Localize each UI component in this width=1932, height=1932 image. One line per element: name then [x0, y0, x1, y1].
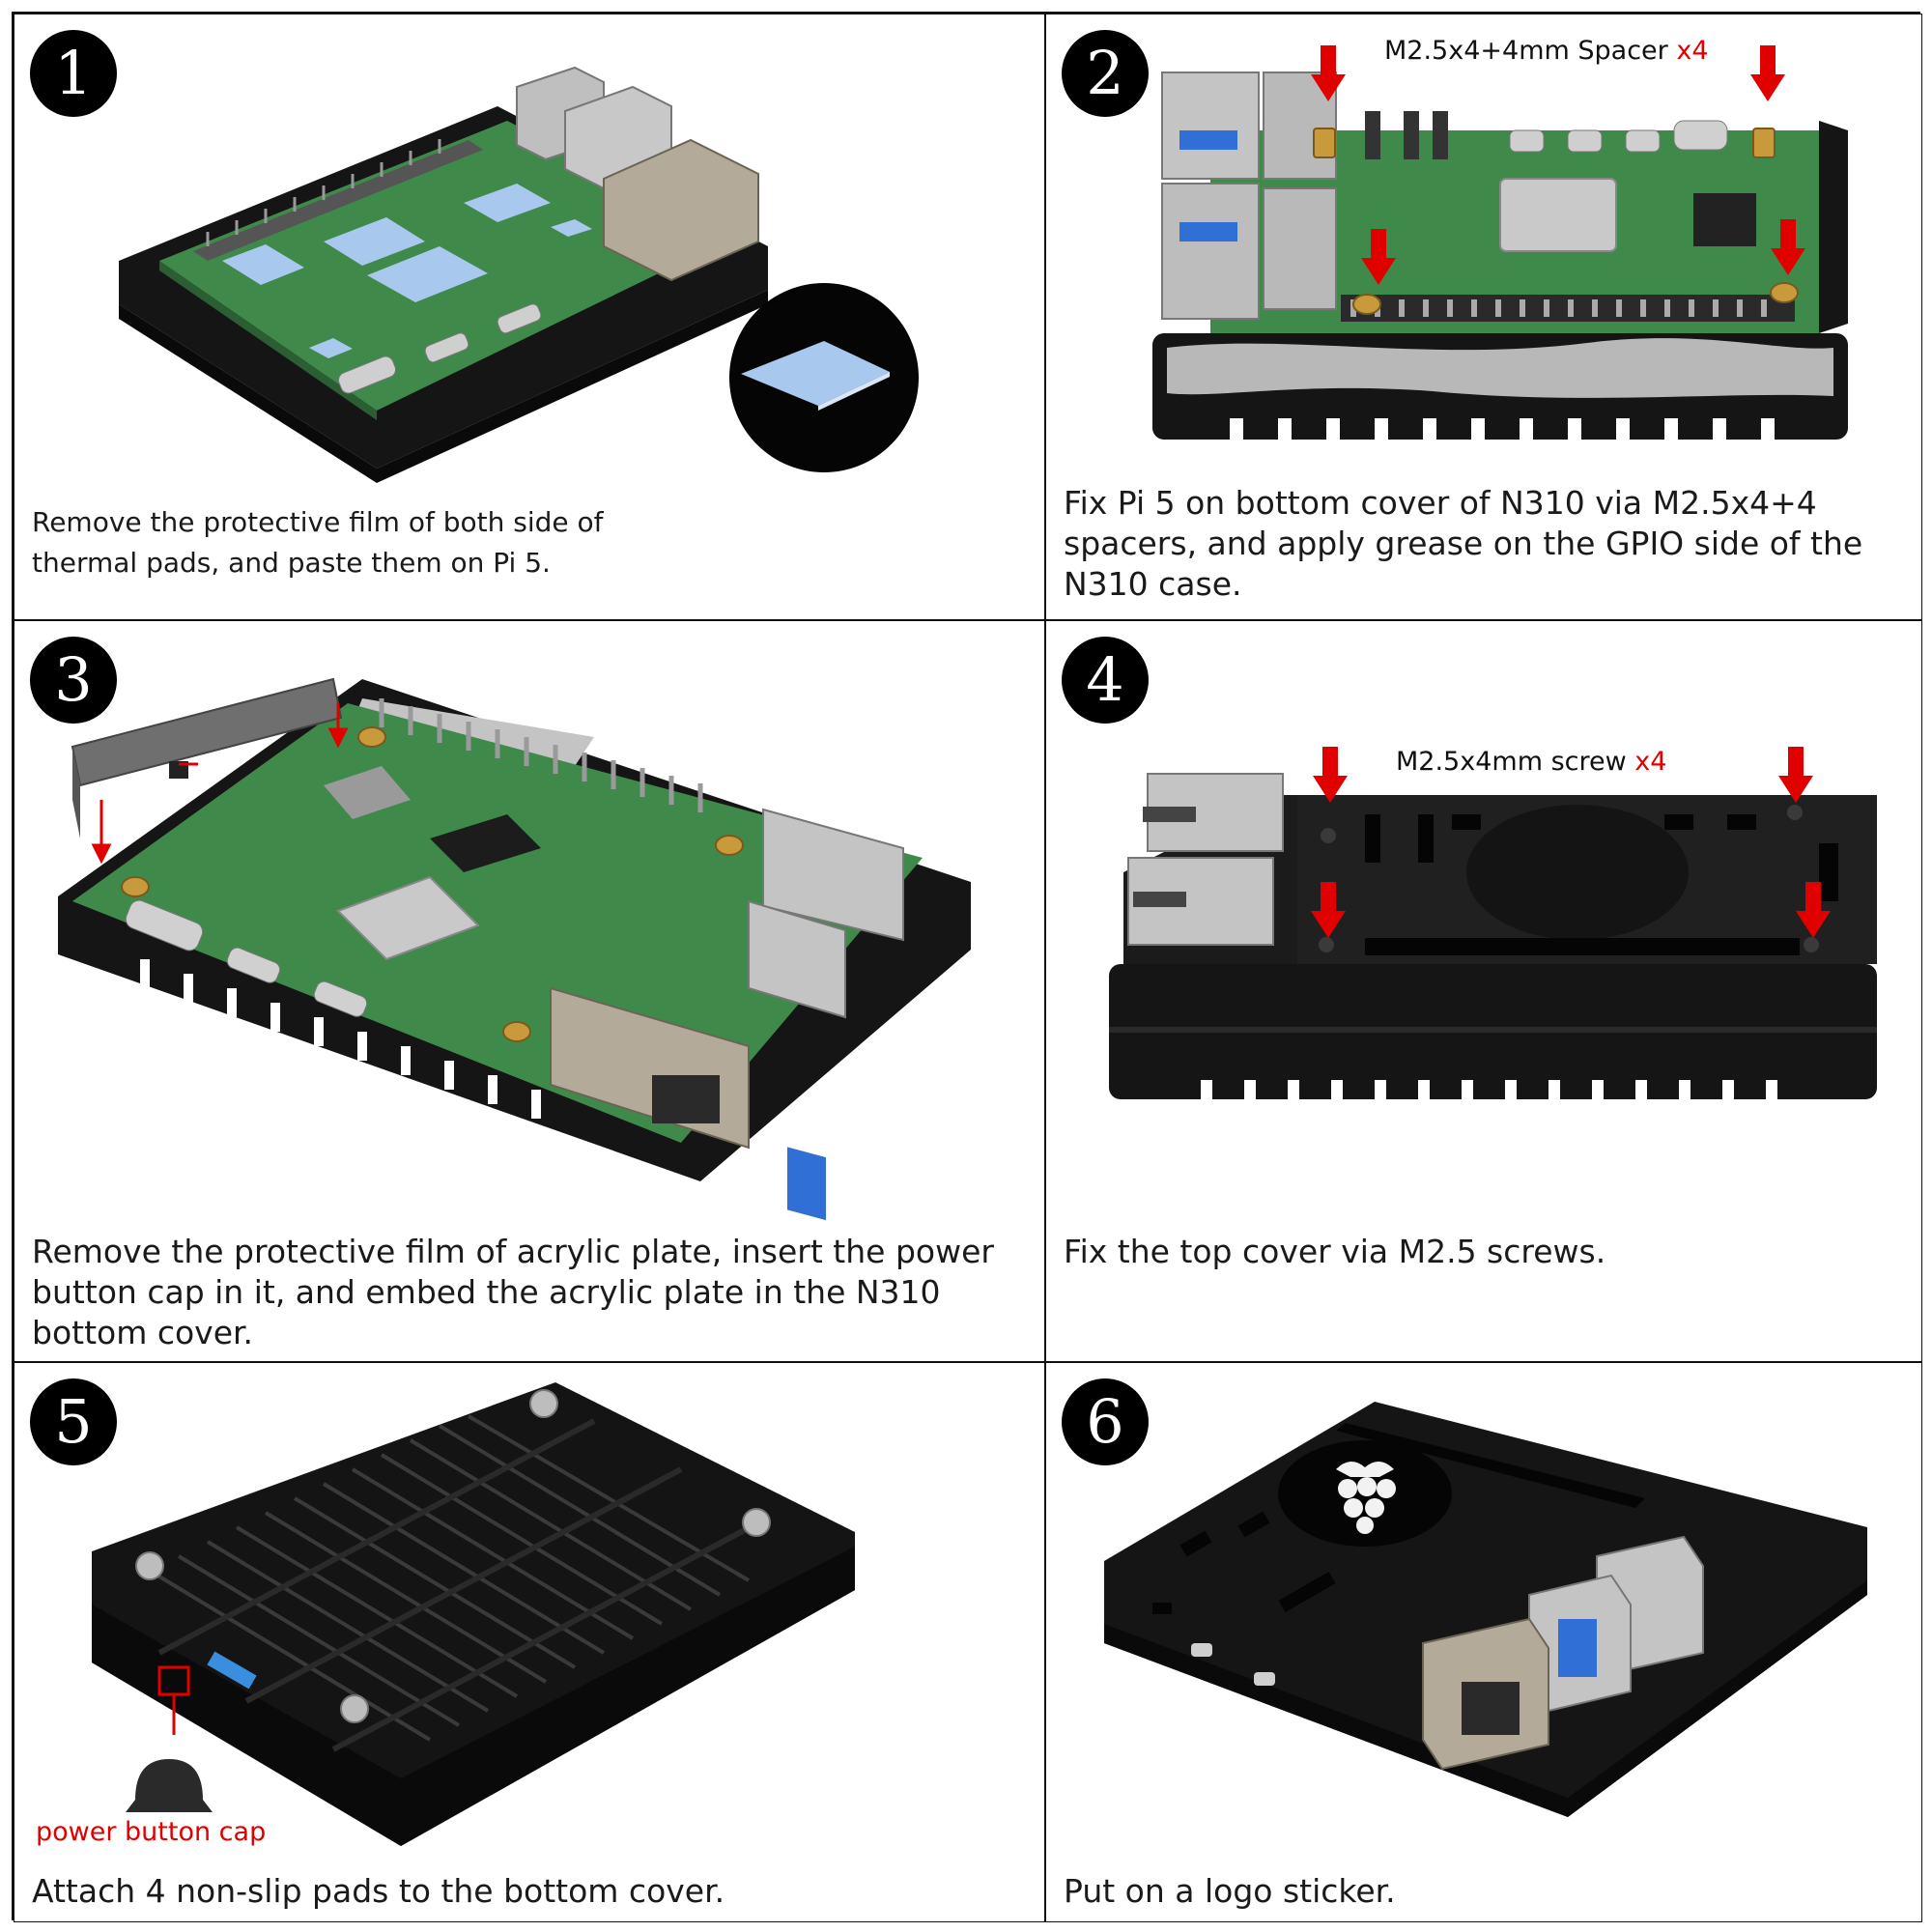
- step-4-number: 4: [1062, 637, 1149, 724]
- step-6-number: 6: [1062, 1378, 1149, 1465]
- step-2-photo: [1152, 45, 1848, 440]
- screw-callout-qty: x4: [1634, 747, 1667, 777]
- step-5-caption: Attach 4 non-slip pads to the bottom cov…: [32, 1872, 725, 1910]
- step-2-callout: M2.5x4+4mm Spacer x4: [1384, 36, 1709, 66]
- step-1-photo: [103, 66, 919, 483]
- step-1-caption: Remove the protective film of both side …: [32, 506, 604, 579]
- step-4-callout: M2.5x4mm screw x4: [1396, 747, 1666, 777]
- spacer-callout-qty: x4: [1676, 36, 1709, 66]
- spacer-callout-text: M2.5x4+4mm Spacer: [1384, 36, 1668, 66]
- step-6-panel: 6 Put on a logo sticker.: [1045, 1362, 1922, 1922]
- step-3-number: 3: [30, 637, 117, 724]
- step-3-caption: Remove the protective film of acrylic pl…: [32, 1233, 994, 1351]
- step-4-photo: [1109, 747, 1877, 1099]
- step-3-photo: [58, 677, 971, 1221]
- down-arrow-icon: [1311, 45, 1805, 285]
- step-5-photo: [92, 1382, 855, 1846]
- step-2-number: 2: [1062, 30, 1149, 117]
- step-6-caption: Put on a logo sticker.: [1064, 1872, 1396, 1910]
- assembly-instructions-grid: 1 Remove the protective film of both sid…: [12, 12, 1922, 1922]
- step-5-number: 5: [30, 1378, 117, 1465]
- power-button-cap-label: power button cap: [36, 1817, 267, 1847]
- thermal-pad-icon: [222, 244, 304, 285]
- step-1-number: 1: [30, 30, 117, 117]
- raspberry-logo-icon: [1336, 1461, 1396, 1534]
- step-2-panel: 2 M2.5x4+4mm Spacer x4 Fix Pi 5 on botto…: [1045, 14, 1922, 620]
- step-4-panel: 4 M2.5x4mm screw x4 Fix the top cover vi…: [1045, 620, 1922, 1362]
- step-1-panel: 1 Remove the protective film of both sid…: [14, 14, 1045, 620]
- step-4-caption: Fix the top cover via M2.5 screws.: [1064, 1233, 1606, 1270]
- screw-callout-text: M2.5x4mm screw: [1396, 747, 1627, 777]
- step-2-caption: Fix Pi 5 on bottom cover of N310 via M2.…: [1064, 484, 1863, 603]
- step-5-panel: 5 power button cap Attach 4 non-slip pad…: [14, 1362, 1045, 1922]
- down-arrow-icon: [1311, 747, 1831, 938]
- step-6-photo: [1104, 1402, 1867, 1817]
- step-3-panel: 3 Remove the protective film of acrylic …: [14, 620, 1045, 1362]
